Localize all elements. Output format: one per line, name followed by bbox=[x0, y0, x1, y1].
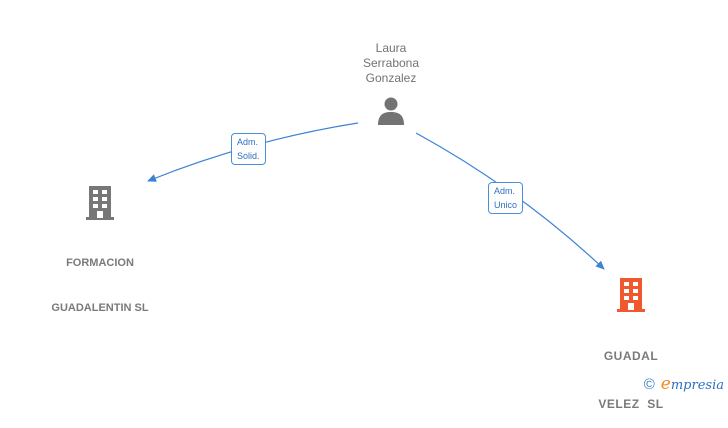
copyright-icon: © bbox=[643, 375, 655, 393]
person-icon[interactable] bbox=[376, 96, 406, 126]
role-label-adm-solid[interactable]: Adm. Solid. bbox=[231, 133, 266, 165]
empresia-logo[interactable]: empresia bbox=[660, 374, 724, 394]
person-name[interactable]: Laura Serrabona Gonzalez bbox=[362, 41, 420, 85]
company-name-guadal-velez[interactable]: GUADAL VELEZ SL bbox=[598, 349, 664, 411]
company-name-formacion-guadalentin[interactable]: FORMACION GUADALENTIN SL bbox=[51, 257, 149, 314]
building-icon[interactable] bbox=[86, 186, 114, 220]
role-label-adm-unico[interactable]: Adm. Unico bbox=[488, 182, 524, 214]
footer-brand: © empresia bbox=[644, 374, 724, 394]
building-icon-highlighted[interactable] bbox=[617, 278, 645, 312]
